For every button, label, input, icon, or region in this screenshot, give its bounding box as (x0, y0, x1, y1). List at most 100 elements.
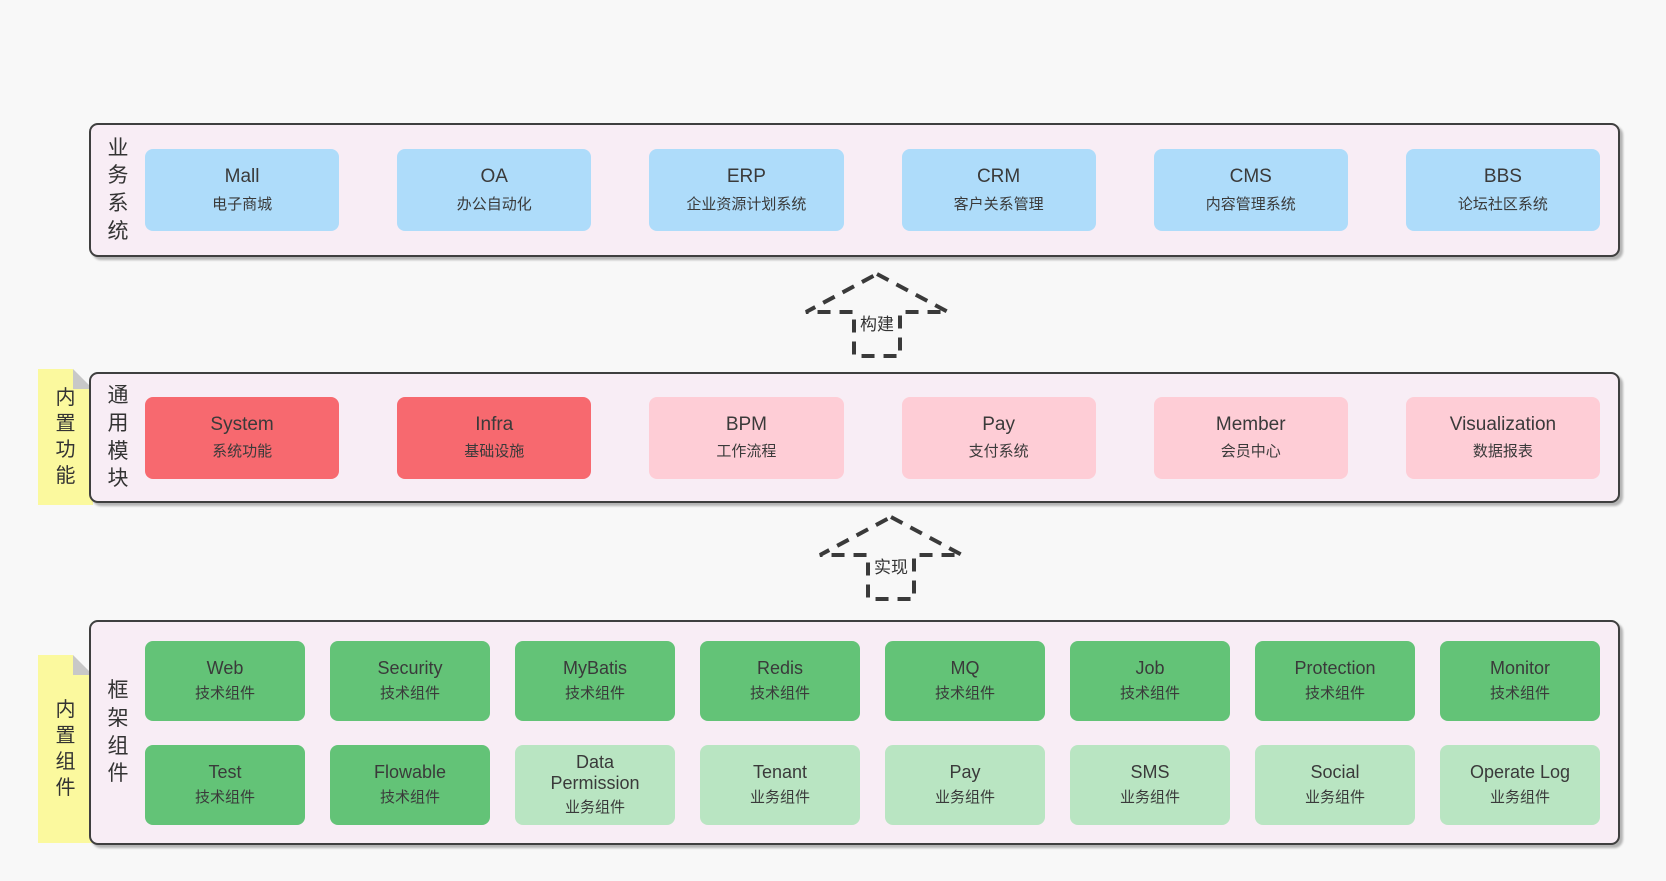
box-subtitle: 业务组件 (1119, 788, 1180, 806)
sticky-note-builtin-functions: 内置功能 (38, 369, 93, 505)
box-title: Flowable (373, 762, 447, 783)
implement-arrow: 实现 (817, 514, 965, 602)
box-subtitle: 数据报表 (1472, 443, 1533, 461)
box-title: Security (377, 658, 443, 679)
framework-boxes-grid: Web 技术组件 Security 技术组件 MyBatis 技术组件 Redi… (145, 640, 1600, 825)
dashed-up-arrow-icon (805, 271, 949, 358)
arrow-label: 构建 (856, 309, 898, 336)
box-subtitle: 企业资源计划系统 (686, 195, 807, 213)
box-title: Mall (224, 166, 260, 188)
box-subtitle: 业务组件 (564, 799, 625, 817)
section-common-modules: 通用模块 System 系统功能 Infra 基础设施 BPM 工作流程 Pay… (89, 372, 1620, 503)
box-title: SMS (1130, 762, 1170, 783)
sticky-note-builtin-components: 内置组件 (38, 655, 93, 843)
box-subtitle: 工作流程 (716, 443, 777, 461)
box-title: Infra (475, 413, 514, 435)
box-protection: Protection 技术组件 (1255, 640, 1415, 721)
box-subtitle: 技术组件 (379, 788, 440, 806)
box-system: System 系统功能 (145, 396, 340, 479)
box-subtitle: 技术组件 (1489, 684, 1550, 702)
box-title: BPM (725, 413, 767, 435)
box-title: Visualization (1449, 413, 1557, 435)
box-subtitle: 技术组件 (749, 684, 810, 702)
box-monitor: Monitor 技术组件 (1440, 640, 1600, 721)
box-title: Pay (982, 413, 1015, 435)
box-title: Web (206, 658, 244, 679)
box-subtitle: 基础设施 (464, 443, 525, 461)
business-boxes-row: Mall 电子商城 OA 办公自动化 ERP 企业资源计划系统 CRM 客户关系… (145, 149, 1600, 231)
section-side-label: 通用模块 (107, 384, 129, 491)
box-subtitle: 业务组件 (749, 788, 810, 806)
section-side-label-wrap: 框架组件 (91, 677, 145, 788)
section-side-label-wrap: 通用模块 (91, 382, 145, 493)
box-subtitle: 客户关系管理 (953, 195, 1044, 213)
box-title: Test (208, 762, 242, 783)
box-flowable: Flowable 技术组件 (330, 744, 490, 825)
box-title: Member (1215, 413, 1286, 435)
box-subtitle: 系统功能 (212, 443, 273, 461)
box-redis: Redis 技术组件 (700, 640, 860, 721)
box-title: MyBatis (562, 658, 627, 679)
box-subtitle: 技术组件 (1304, 684, 1365, 702)
box-infra: Infra 基础设施 (397, 396, 592, 479)
box-erp: ERP 企业资源计划系统 (649, 149, 844, 231)
box-mybatis: MyBatis 技术组件 (515, 640, 675, 721)
sticky-note-label: 内置组件 (55, 699, 76, 799)
box-test: Test 技术组件 (145, 744, 305, 825)
box-oa: OA 办公自动化 (397, 149, 592, 231)
box-data-permission: Data Permission 业务组件 (515, 744, 675, 825)
box-subtitle: 业务组件 (934, 788, 995, 806)
box-security: Security 技术组件 (330, 640, 490, 721)
sticky-note-label: 内置功能 (55, 387, 76, 487)
box-bbs: BBS 论坛社区系统 (1405, 149, 1600, 231)
box-title: Tenant (752, 762, 808, 783)
box-title: OA (480, 166, 508, 188)
box-subtitle: 技术组件 (194, 684, 255, 702)
box-title: CMS (1229, 166, 1272, 188)
box-subtitle: 内容管理系统 (1205, 195, 1296, 213)
box-title: BBS (1483, 166, 1522, 188)
box-subtitle: 技术组件 (194, 788, 255, 806)
section-business-systems: 业务系统 Mall 电子商城 OA 办公自动化 ERP 企业资源计划系统 CRM… (89, 123, 1620, 257)
box-web: Web 技术组件 (145, 640, 305, 721)
box-subtitle: 办公自动化 (456, 195, 532, 213)
box-tenant: Tenant 业务组件 (700, 744, 860, 825)
box-title: Monitor (1489, 658, 1551, 679)
box-subtitle: 业务组件 (1304, 788, 1365, 806)
box-subtitle: 业务组件 (1489, 788, 1550, 806)
box-subtitle: 支付系统 (968, 443, 1029, 461)
section-framework-components: 框架组件 Web 技术组件 Security 技术组件 MyBatis 技术组件… (89, 620, 1620, 845)
box-bpm: BPM 工作流程 (649, 396, 844, 479)
box-sms: SMS 业务组件 (1070, 744, 1230, 825)
box-subtitle: 会员中心 (1220, 443, 1281, 461)
module-boxes-row: System 系统功能 Infra 基础设施 BPM 工作流程 Pay 支付系统… (145, 396, 1600, 479)
box-subtitle: 技术组件 (1119, 684, 1180, 702)
arrow-label: 实现 (870, 552, 912, 579)
box-social: Social 业务组件 (1255, 744, 1415, 825)
box-subtitle: 论坛社区系统 (1457, 195, 1548, 213)
box-title: CRM (976, 166, 1021, 188)
box-job: Job 技术组件 (1070, 640, 1230, 721)
box-pay-component: Pay 业务组件 (885, 744, 1045, 825)
box-title: Job (1135, 658, 1165, 679)
section-side-label-wrap: 业务系统 (91, 135, 145, 246)
box-cms: CMS 内容管理系统 (1153, 149, 1348, 231)
box-title: MQ (950, 658, 980, 679)
box-operate-log: Operate Log 业务组件 (1440, 744, 1600, 825)
box-subtitle: 技术组件 (934, 684, 995, 702)
box-mall: Mall 电子商城 (145, 149, 340, 231)
box-member: Member 会员中心 (1153, 396, 1348, 479)
framework-row-1: Web 技术组件 Security 技术组件 MyBatis 技术组件 Redi… (145, 640, 1600, 825)
box-title: Operate Log (1469, 762, 1571, 783)
dashed-up-arrow-icon (819, 514, 963, 601)
build-arrow: 构建 (803, 271, 951, 359)
box-title: Pay (949, 762, 981, 783)
section-side-label: 框架组件 (107, 679, 129, 786)
box-title: Redis (756, 658, 804, 679)
section-side-label: 业务系统 (107, 136, 129, 243)
box-crm: CRM 客户关系管理 (901, 149, 1096, 231)
box-visualization: Visualization 数据报表 (1405, 396, 1600, 479)
box-title: Protection (1294, 658, 1376, 679)
box-title: Social (1310, 762, 1360, 783)
